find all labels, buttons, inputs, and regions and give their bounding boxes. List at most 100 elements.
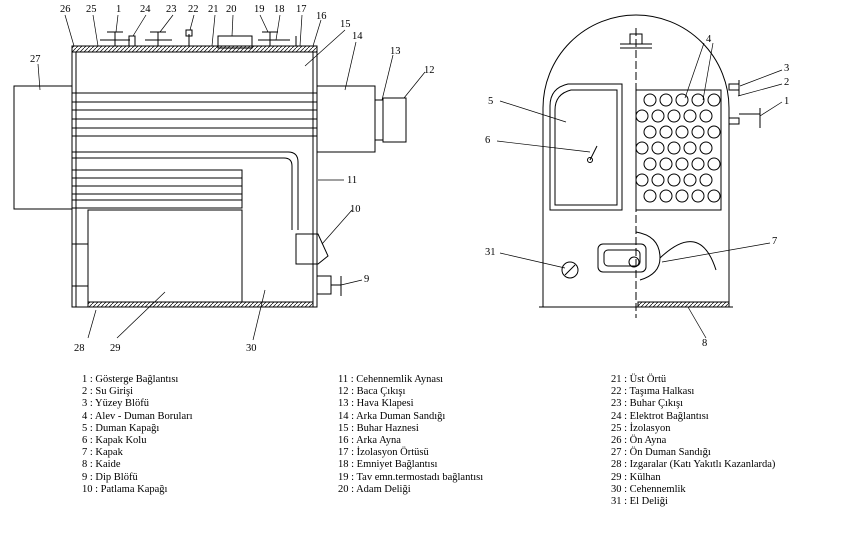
flue-tube bbox=[675, 93, 689, 107]
front-view bbox=[539, 14, 761, 318]
smoke-door bbox=[549, 83, 623, 211]
legend-item: 5 : Duman Kapağı bbox=[82, 422, 160, 434]
legend-item: 26 : Ön Ayna bbox=[611, 434, 667, 446]
front-smoke-box bbox=[13, 85, 73, 210]
insulation-strip bbox=[71, 45, 318, 53]
callout-27: 27 bbox=[30, 54, 41, 65]
legend-item: 28 : Izgaralar (Katı Yakıtlı Kazanlarda) bbox=[611, 459, 776, 471]
flue-tube bbox=[635, 173, 649, 187]
flue-tube bbox=[659, 157, 673, 171]
callout-13: 13 bbox=[390, 46, 401, 57]
flue-tube bbox=[675, 157, 689, 171]
legend-item: 6 : Kapak Kolu bbox=[82, 434, 147, 446]
callout-9: 9 bbox=[364, 274, 369, 285]
legend-item: 20 : Adam Deliği bbox=[338, 483, 411, 495]
flue-tube bbox=[651, 109, 665, 123]
callout-10: 10 bbox=[350, 204, 361, 215]
flue-tube bbox=[699, 173, 713, 187]
legend-item: 31 : El Deliği bbox=[611, 495, 668, 507]
legend-item: 3 : Yüzey Blöfü bbox=[82, 398, 149, 410]
legend-item: 9 : Dip Blöfü bbox=[82, 471, 138, 483]
ash-pit bbox=[87, 209, 243, 303]
legend-item: 1 : Gösterge Bağlantısı bbox=[82, 374, 179, 385]
rear-smoke-box bbox=[316, 85, 376, 153]
explosion-door bbox=[295, 233, 329, 265]
callout-3: 3 bbox=[784, 63, 789, 74]
flue-tube bbox=[707, 125, 721, 139]
callout-6: 6 bbox=[485, 135, 490, 146]
callout-7: 7 bbox=[772, 236, 777, 247]
flue-tube bbox=[699, 109, 713, 123]
flue-tubes bbox=[71, 92, 318, 209]
legend-item: 17 : İzolasyon Örtüsü bbox=[338, 447, 429, 459]
callout-4: 4 bbox=[706, 34, 712, 45]
flue-tube bbox=[675, 189, 689, 203]
legend-item: 27 : Ön Duman Sandığı bbox=[611, 447, 711, 459]
callout-22: 22 bbox=[188, 4, 199, 15]
flue-tube bbox=[683, 141, 697, 155]
callout-14: 14 bbox=[352, 31, 363, 42]
legend-item: 4 : Alev - Duman Boruları bbox=[82, 410, 193, 422]
callout-20: 20 bbox=[226, 4, 237, 15]
legend-item: 8 : Kaide bbox=[82, 459, 121, 471]
callout-28: 28 bbox=[74, 343, 85, 354]
front-base bbox=[637, 301, 730, 308]
callout-29: 29 bbox=[110, 343, 121, 354]
front-shell bbox=[542, 14, 730, 308]
flue-tube bbox=[667, 109, 681, 123]
flue-tube bbox=[651, 173, 665, 187]
legend-item: 7 : Kapak bbox=[82, 447, 123, 459]
callout-31: 31 bbox=[485, 247, 496, 258]
air-damper bbox=[374, 99, 384, 141]
grate bbox=[87, 301, 314, 308]
flue-tube bbox=[635, 109, 649, 123]
callout-12: 12 bbox=[424, 65, 435, 76]
callout-25: 25 bbox=[86, 4, 97, 15]
flue-tube bbox=[683, 109, 697, 123]
callout-26: 26 bbox=[60, 4, 71, 15]
callout-11: 11 bbox=[347, 175, 357, 186]
flue-tube bbox=[643, 189, 657, 203]
legend-item: 19 : Tav emn.termostadı bağlantısı bbox=[338, 471, 484, 483]
callout-5: 5 bbox=[488, 96, 493, 107]
legend-item: 13 : Hava Klapesi bbox=[338, 398, 414, 410]
furnace-rear-wall bbox=[92, 151, 299, 230]
flue-tube bbox=[699, 141, 713, 155]
manhole bbox=[217, 35, 253, 49]
chimney-outlet bbox=[382, 97, 407, 143]
callout-18: 18 bbox=[274, 4, 285, 15]
legend-item: 12 : Baca Çıkışı bbox=[338, 386, 406, 398]
bottom-blowdown bbox=[316, 275, 332, 295]
callout-16: 16 bbox=[316, 11, 327, 22]
callout-19: 19 bbox=[254, 4, 265, 15]
flue-tube bbox=[691, 125, 705, 139]
flue-tube bbox=[683, 173, 697, 187]
flue-tube bbox=[651, 141, 665, 155]
flue-tube bbox=[659, 189, 673, 203]
flue-tube bbox=[643, 157, 657, 171]
fire-door bbox=[597, 243, 647, 273]
legend-item: 22 : Taşıma Halkası bbox=[611, 386, 695, 398]
callout-15: 15 bbox=[340, 19, 351, 30]
callout-30: 30 bbox=[246, 343, 257, 354]
legend-item: 30 : Cehennemlik bbox=[611, 483, 686, 495]
boiler-shell bbox=[71, 51, 318, 308]
legend-item: 18 : Emniyet Bağlantısı bbox=[338, 459, 438, 471]
flue-tube bbox=[707, 93, 721, 107]
legend-item: 11 : Cehennemlik Aynası bbox=[338, 374, 444, 385]
callout-labels: 26 25 1 24 23 22 21 20 19 18 17 16 15 14… bbox=[30, 4, 789, 354]
legend-item: 25 : İzolasyon bbox=[611, 422, 671, 434]
legend-item: 21 : Üst Örtü bbox=[611, 374, 667, 385]
callout-17: 17 bbox=[296, 4, 307, 15]
callout-2: 2 bbox=[784, 77, 789, 88]
legend-item: 23 : Buhar Çıkışı bbox=[611, 398, 684, 410]
legend-item: 16 : Arka Ayna bbox=[338, 434, 401, 446]
callout-21: 21 bbox=[208, 4, 219, 15]
tube-sheet bbox=[635, 93, 721, 203]
flue-tube bbox=[659, 125, 673, 139]
hand-hole bbox=[561, 261, 579, 279]
